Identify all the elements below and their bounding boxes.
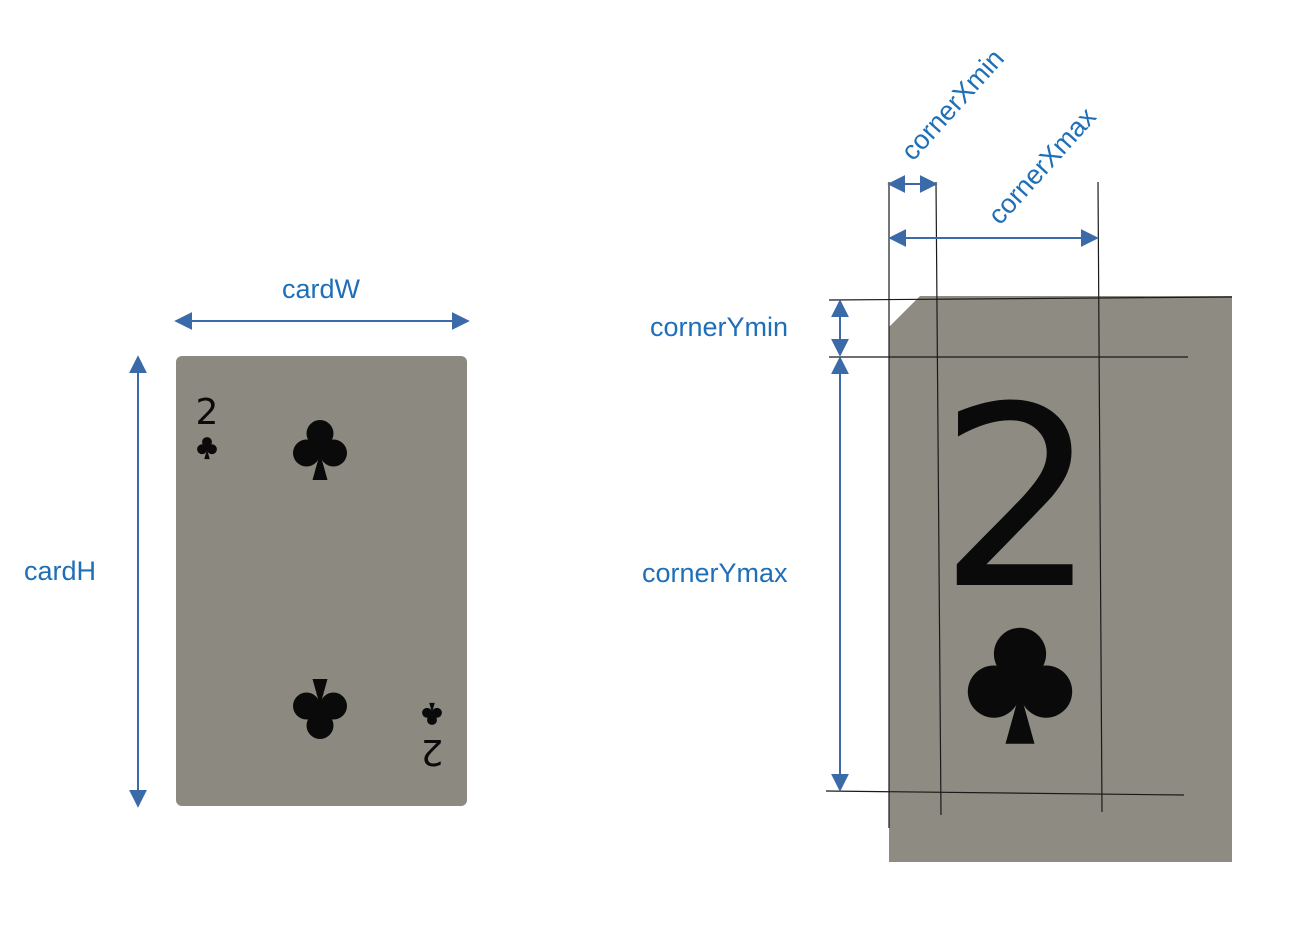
guide-x-max (1097, 181, 1103, 813)
card-width-label: cardW (282, 274, 361, 304)
card-corner-zoom: 2 (889, 296, 1232, 862)
corner-x-max-label: cornerXmax (982, 101, 1102, 230)
corner-y-max-label: cornerYmax (642, 558, 788, 588)
corner-x-min-label: cornerXmin (895, 43, 1010, 166)
card-body (176, 356, 467, 806)
corner-y-min-label: cornerYmin (650, 312, 788, 342)
corner-zoom-body (889, 296, 1232, 862)
guide-x-min (935, 181, 942, 816)
card-rank-top-left: 2 (196, 392, 219, 433)
playing-card: 2 2 (176, 356, 467, 806)
corner-rank: 2 (938, 353, 1097, 644)
guide-y-max (825, 790, 1185, 796)
guide-y-edge (828, 296, 1233, 301)
card-height-label: cardH (24, 556, 96, 586)
card-rank-bottom-right: 2 (421, 731, 444, 772)
guide-lines (825, 181, 1233, 828)
